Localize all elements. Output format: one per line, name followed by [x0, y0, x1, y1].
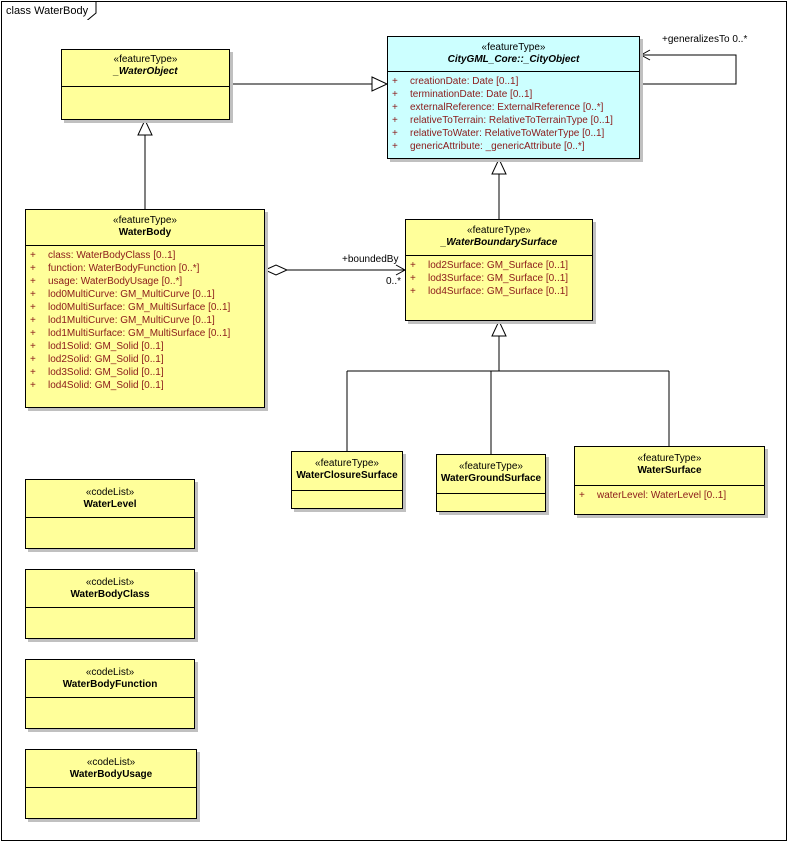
class-name: _WaterBoundarySurface	[440, 237, 558, 248]
attribute-list: +creationDate: Date [0..1] +terminationD…	[388, 72, 639, 155]
class-name: WaterBody	[118, 227, 172, 238]
attribute: +lod4Solid: GM_Solid [0..1]	[30, 380, 164, 391]
class-name: WaterBodyFunction	[62, 679, 158, 690]
class-water-ground-surface[interactable]: «featureType» WaterGroundSurface	[436, 454, 546, 512]
stereotype: «codeList»	[86, 757, 136, 768]
generalization-waterbody-waterobject	[137, 118, 153, 209]
stereotype: «featureType»	[113, 54, 178, 65]
attribute: +creationDate: Date [0..1]	[392, 76, 519, 87]
attribute: +lod3Solid: GM_Solid [0..1]	[30, 367, 164, 378]
aggregation-boundedby	[263, 264, 407, 276]
codelist-water-body-function[interactable]: «codeList» WaterBodyFunction	[25, 659, 195, 729]
codelist-water-level[interactable]: «codeList» WaterLevel	[25, 479, 195, 549]
frame-title: class WaterBody	[6, 5, 89, 17]
codelist-water-body-class[interactable]: «codeList» WaterBodyClass	[25, 569, 195, 639]
class-water-surface[interactable]: «featureType» WaterSurface +waterLevel: …	[574, 446, 765, 515]
attribute: +waterLevel: WaterLevel [0..1]	[579, 490, 727, 501]
attribute: +genericAttribute: _genericAttribute [0.…	[392, 141, 585, 152]
attribute-list: +class: WaterBodyClass [0..1] +function:…	[26, 246, 264, 394]
generalizes-label: +generalizesTo 0..*	[662, 34, 748, 45]
codelist-water-body-usage[interactable]: «codeList» WaterBodyUsage	[25, 749, 197, 819]
attribute: +relativeToWater: RelativeToWaterType [0…	[392, 128, 605, 139]
class-water-closure-surface[interactable]: «featureType» WaterClosureSurface	[291, 451, 403, 509]
stereotype: «featureType»	[315, 458, 379, 469]
stereotype: «codeList»	[85, 667, 135, 678]
attribute: +lod3Surface: GM_Surface [0..1]	[410, 273, 569, 284]
class-name: WaterGroundSurface	[440, 473, 542, 484]
attribute-list: +lod2Surface: GM_Surface [0..1] +lod3Sur…	[406, 256, 592, 300]
stereotype: «featureType»	[113, 215, 177, 226]
generalization-waterobject-cityobject	[230, 76, 389, 92]
class-name: WaterSurface	[637, 465, 702, 476]
attribute-list: +waterLevel: WaterLevel [0..1]	[575, 486, 764, 504]
class-name: WaterBodyClass	[70, 589, 150, 600]
class-name: WaterLevel	[83, 499, 137, 510]
attribute: +lod1MultiCurve: GM_MultiCurve [0..1]	[30, 315, 215, 326]
attribute: +externalReference: ExternalReference [0…	[392, 102, 604, 113]
attribute: +lod1Solid: GM_Solid [0..1]	[30, 341, 164, 352]
stereotype: «featureType»	[637, 453, 702, 464]
attribute: +terminationDate: Date [0..1]	[392, 89, 533, 100]
attribute: +relativeToTerrain: RelativeToTerrainTyp…	[392, 115, 613, 126]
class-name: WaterClosureSurface	[296, 470, 398, 481]
attribute: +lod1MultiSurface: GM_MultiSurface [0..1…	[30, 328, 231, 339]
attribute: +lod0MultiSurface: GM_MultiSurface [0..1…	[30, 302, 231, 313]
generalization-boundary-cityobject	[491, 157, 507, 219]
class-name: _WaterObject	[113, 66, 178, 77]
bounded-by-role-label: +boundedBy	[342, 254, 399, 265]
class-water-boundary-surface[interactable]: «featureType» _WaterBoundarySurface +lod…	[405, 219, 593, 321]
class-water-body[interactable]: «featureType» WaterBody +class: WaterBod…	[25, 209, 265, 408]
stereotype: «featureType»	[459, 461, 523, 472]
attribute: +usage: WaterBodyUsage [0..*]	[30, 276, 183, 287]
bounded-by-multiplicity-label: 0..*	[386, 276, 402, 287]
stereotype: «featureType»	[481, 42, 546, 53]
stereotype: «featureType»	[467, 225, 531, 236]
attribute: +lod2Solid: GM_Solid [0..1]	[30, 354, 164, 365]
class-name: CityGML_Core::_CityObject	[447, 54, 580, 65]
attribute: +lod2Surface: GM_Surface [0..1]	[410, 260, 569, 271]
class-water-object[interactable]: «featureType» _WaterObject	[61, 49, 230, 120]
attribute: +lod0MultiCurve: GM_MultiCurve [0..1]	[30, 289, 215, 300]
attribute: +class: WaterBodyClass [0..1]	[30, 250, 176, 261]
frame-tab	[1, 1, 97, 20]
self-association-generalizes	[639, 49, 737, 85]
generalization-subsurfaces-boundary	[346, 319, 670, 454]
attribute: +lod4Surface: GM_Surface [0..1]	[410, 286, 569, 297]
stereotype: «codeList»	[85, 577, 135, 588]
class-name: WaterBodyUsage	[69, 769, 153, 780]
class-city-object[interactable]: «featureType» CityGML_Core::_CityObject …	[387, 36, 640, 159]
attribute: +function: WaterBodyFunction [0..*]	[30, 263, 200, 274]
stereotype: «codeList»	[85, 487, 135, 498]
